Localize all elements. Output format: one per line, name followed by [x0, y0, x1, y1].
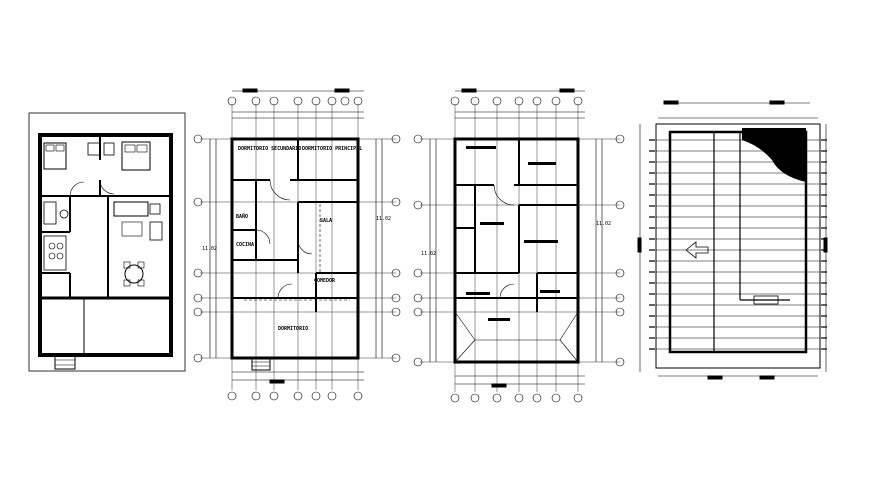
room-label: COCINA: [236, 242, 254, 248]
dimension-label: 11.02: [421, 251, 436, 257]
sofa: [113, 201, 149, 217]
sheet-border: [28, 112, 186, 372]
dimension-label: 11.02: [202, 246, 217, 252]
roof-outline: [668, 130, 808, 354]
dimension-label: 11.02: [376, 216, 391, 222]
toilet: [59, 209, 69, 219]
dimension-label: 11.02: [596, 221, 611, 227]
roof-hatch: [742, 128, 806, 182]
room-label: DORMITORIO: [278, 326, 308, 332]
room-label: DORMITORIO PRINCIPAL: [302, 146, 362, 152]
outer-wall: [38, 133, 173, 357]
bed: [121, 141, 151, 171]
bed: [43, 142, 67, 170]
structural-plan: 11.02 11.02: [413, 88, 625, 403]
room-label: COMEDOR: [314, 278, 336, 284]
architectural-floor-plan: DORMITORIO SECUNDARIO DORMITORIO PRINCIP…: [193, 88, 401, 401]
room-label: DORMITORIO SECUNDARIO: [238, 146, 301, 152]
room-label: BAÑO: [236, 213, 248, 220]
room-label: SALA: [320, 218, 332, 224]
furnished-floor-plan: [28, 112, 186, 372]
shower: [43, 201, 57, 225]
entry-steps: [54, 354, 76, 370]
dining-table: [124, 264, 144, 284]
outer-wall: [453, 137, 580, 364]
roof-slats: [649, 139, 827, 350]
entry-steps: [251, 357, 271, 371]
outer-wall: [230, 137, 360, 360]
kitchen-counter: [43, 235, 67, 271]
